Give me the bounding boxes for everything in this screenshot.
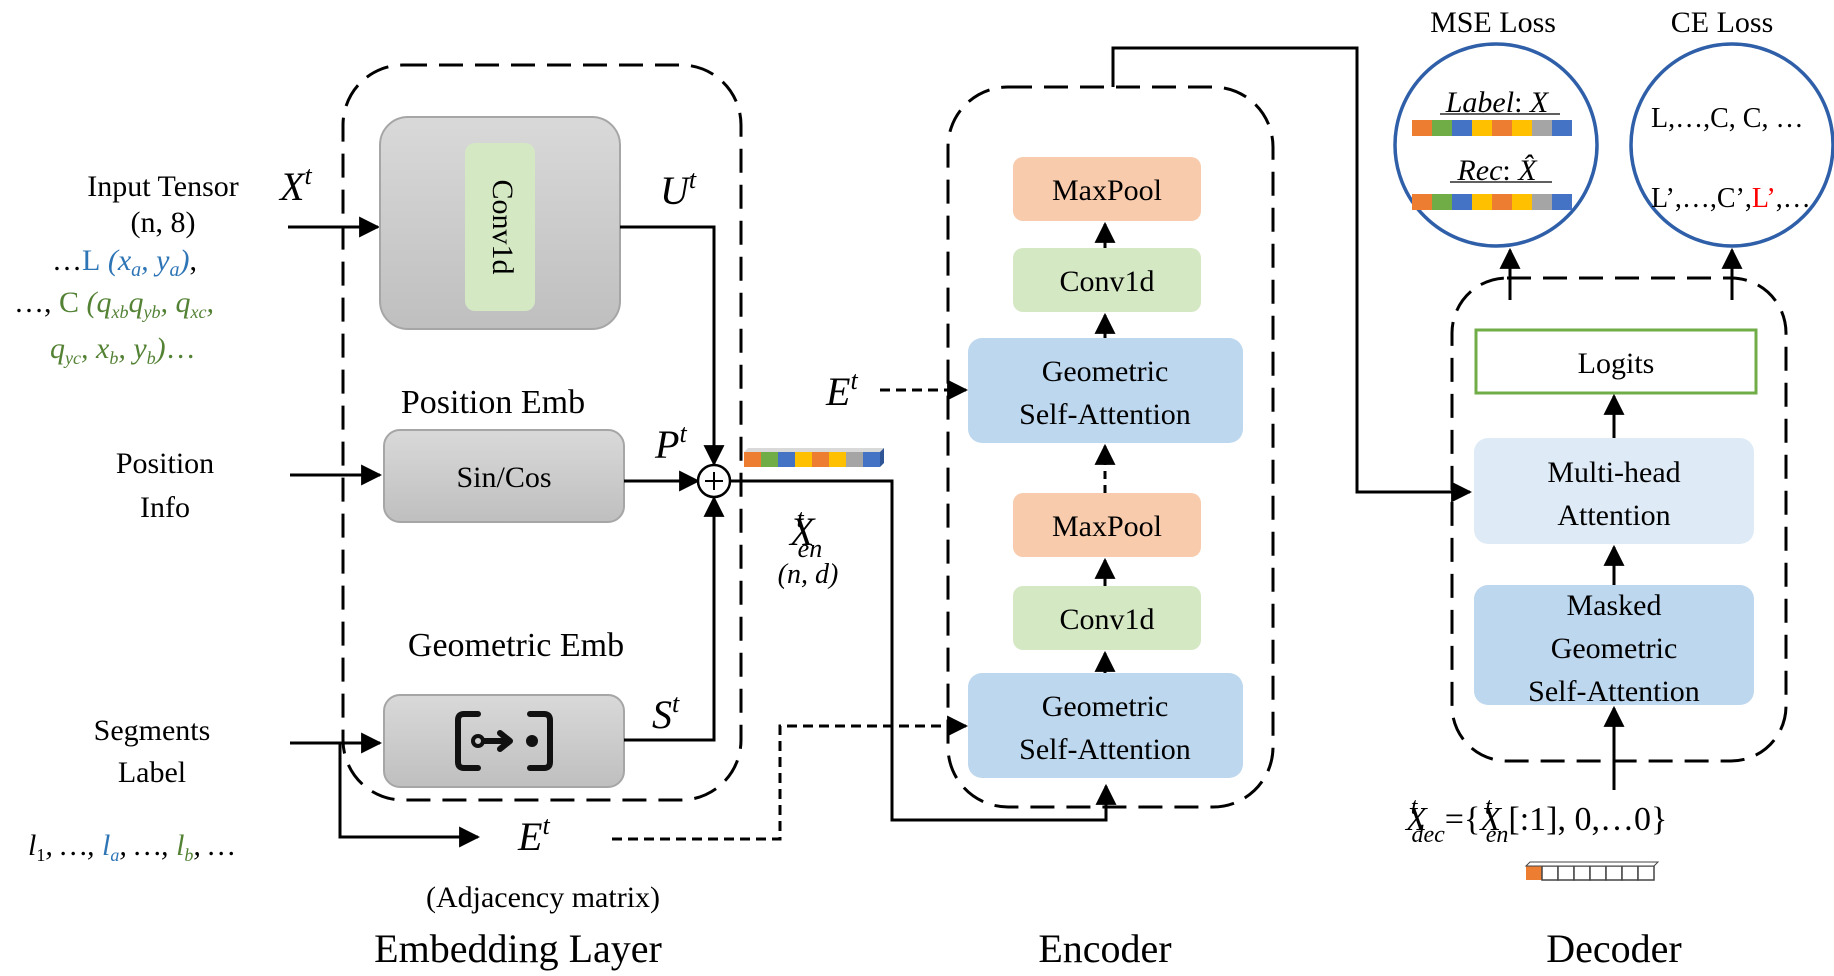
sincos-label: Sin/Cos bbox=[456, 461, 551, 494]
mse-rec-token-bar bbox=[1412, 194, 1572, 210]
encoder-maxpool-bottom bbox=[1013, 493, 1201, 557]
arrow-encoder-to-decoder bbox=[1111, 46, 1473, 503]
multihead-line2: Attention bbox=[1557, 499, 1670, 532]
encoder-conv-top-label: Conv1d bbox=[1059, 265, 1154, 298]
arrow-xen-to-encoder bbox=[730, 479, 1117, 822]
encoder-conv-bottom bbox=[1013, 586, 1201, 650]
ut-symbol: Ut bbox=[660, 165, 697, 213]
encoder-gsa-top-line2: Self-Attention bbox=[1019, 398, 1191, 431]
ce-line2: L’,…,C’,L’,… bbox=[1651, 183, 1811, 214]
input-tensor-label: Input Tensor bbox=[87, 170, 239, 203]
encoder-title: Encoder bbox=[1038, 926, 1171, 971]
input-tensor-shape: (n, 8) bbox=[131, 206, 196, 239]
mse-label-token-bar bbox=[1412, 120, 1572, 136]
arrow-ut-to-sum bbox=[620, 225, 725, 467]
position-info-line2: Info bbox=[140, 491, 190, 524]
mse-loss-title: MSE Loss bbox=[1430, 6, 1556, 39]
graph-connect-icon bbox=[455, 711, 553, 771]
encoder-maxpool-bottom-label: MaxPool bbox=[1052, 510, 1162, 543]
position-info-line1: Position bbox=[116, 447, 214, 480]
embedding-token-bar bbox=[744, 448, 884, 467]
encoder-frame bbox=[946, 85, 1275, 809]
adjacency-note: (Adjacency matrix) bbox=[426, 881, 660, 914]
encoder-conv-top bbox=[1013, 248, 1201, 312]
segments-label-line2: Label bbox=[118, 756, 186, 789]
logits-label: Logits bbox=[1578, 347, 1655, 380]
encoder-gsa-bottom-line2: Self-Attention bbox=[1019, 733, 1191, 766]
masked-line2: Geometric bbox=[1551, 632, 1678, 665]
masked-line1: Masked bbox=[1567, 589, 1662, 622]
encoder-gsa-bottom bbox=[968, 673, 1243, 778]
sincos-box bbox=[383, 429, 625, 523]
ce-line1: L,…,C, C, … bbox=[1651, 103, 1803, 134]
conv1d-label: Conv1d bbox=[486, 179, 519, 274]
conv1d-inner-box bbox=[465, 143, 535, 311]
arrow-segments-to-adjacency bbox=[338, 743, 481, 848]
input-tensor-line3: qyc, xb, yb)… bbox=[50, 332, 196, 368]
encoder-gsa-top bbox=[968, 338, 1243, 443]
labels-sequence: l1, …, la, …, lb, … bbox=[28, 829, 235, 865]
arrow-st-to-sum bbox=[624, 495, 725, 742]
mse-loss-circle bbox=[1393, 42, 1599, 248]
encoder-et-symbol: Et bbox=[825, 366, 858, 414]
decoder-title: Decoder bbox=[1546, 926, 1681, 971]
arrow-adjacency-to-gsa-bottom bbox=[612, 715, 969, 841]
masked-gsa-box bbox=[1474, 585, 1754, 705]
sum-node bbox=[696, 463, 732, 499]
masked-line3: Self-Attention bbox=[1528, 675, 1700, 708]
encoder-gsa-top-line1: Geometric bbox=[1042, 355, 1169, 388]
embedding-layer-title: Embedding Layer bbox=[374, 926, 662, 971]
ce-loss-circle bbox=[1629, 42, 1834, 248]
decoder-frame bbox=[1450, 276, 1788, 763]
pt-symbol: Pt bbox=[654, 419, 687, 467]
adjacency-symbol: Et bbox=[517, 811, 550, 859]
encoder-conv-bottom-label: Conv1d bbox=[1059, 603, 1154, 636]
decoder-token-bar bbox=[1524, 861, 1660, 881]
logits-box bbox=[1474, 328, 1758, 395]
segments-label-line1: Segments bbox=[94, 714, 211, 747]
encoder-maxpool-top-label: MaxPool bbox=[1052, 174, 1162, 207]
multihead-attention-box bbox=[1474, 438, 1754, 544]
st-symbol: St bbox=[652, 689, 680, 737]
ce-loss-title: CE Loss bbox=[1671, 6, 1774, 39]
xen-shape: (n, d) bbox=[778, 559, 839, 590]
position-emb-title: Position Emb bbox=[401, 384, 585, 421]
multihead-line1: Multi-head bbox=[1547, 456, 1680, 489]
input-tensor-line1: …L (xa, ya), bbox=[52, 244, 197, 281]
xt-symbol: Xt bbox=[278, 161, 312, 209]
geometric-emb-title: Geometric Emb bbox=[408, 627, 624, 664]
encoder-gsa-bottom-line1: Geometric bbox=[1042, 690, 1169, 723]
input-tensor-line2: …, C (qxbqyb, qxc, bbox=[14, 286, 214, 322]
encoder-maxpool-top bbox=[1013, 157, 1201, 221]
